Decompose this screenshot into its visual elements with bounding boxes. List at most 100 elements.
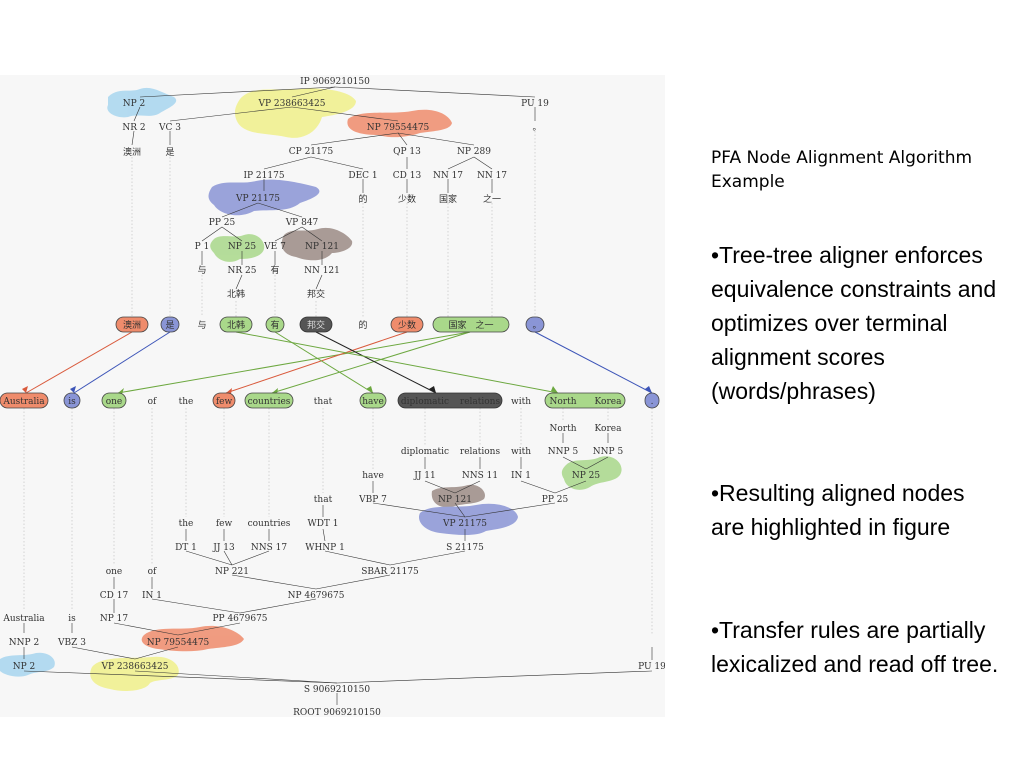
link-you-have bbox=[274, 331, 374, 394]
link-period bbox=[534, 331, 653, 394]
src-leaf-4: 有 bbox=[270, 319, 279, 331]
tgt-node-jj11: JJ 11 bbox=[413, 471, 436, 481]
bullet-aligned-nodes: •Resulting aligned nodes are highlighted… bbox=[711, 480, 965, 540]
src-node-vp21175: VP 21175 bbox=[235, 194, 280, 204]
src-word-de: 的 bbox=[358, 193, 367, 205]
src-word-bangjiao: 邦交 bbox=[307, 288, 325, 300]
alignment-tree-svg: IP 9069210150 NP 2 VP 238663425 PU 19 NR… bbox=[0, 77, 665, 717]
blob-src-np25 bbox=[210, 234, 265, 262]
tgt-leaf-north-korea bbox=[544, 392, 626, 409]
tgt-node-whnp1: WHNP 1 bbox=[305, 543, 345, 553]
src-leaf-2: 与 bbox=[197, 320, 206, 331]
blob-src-vp238 bbox=[234, 88, 356, 138]
src-node-cd13: CD 13 bbox=[393, 171, 422, 181]
src-leaf-bangjiao bbox=[299, 316, 333, 333]
src-leaf-guojia-zhiyi bbox=[432, 316, 510, 333]
tgt-leaf-4: the bbox=[179, 397, 194, 407]
src-word-shaoshu: 少数 bbox=[398, 193, 416, 205]
tgt-word-one: one bbox=[106, 567, 123, 577]
src-node-nn17b: NN 17 bbox=[477, 171, 507, 181]
link-guojia-countries bbox=[271, 331, 471, 394]
tgt-node-vp238: VP 238663425 bbox=[101, 662, 169, 672]
tgt-node-cd17: CD 17 bbox=[100, 591, 129, 601]
src-word-period: 。 bbox=[532, 123, 541, 133]
link-aozhou-australia bbox=[25, 331, 133, 394]
link-shaoshu-few bbox=[225, 331, 408, 394]
src-node-np121: NP 121 bbox=[305, 242, 339, 252]
tgt-word-is: is bbox=[68, 614, 76, 624]
src-leaf-1: 是 bbox=[165, 320, 174, 331]
src-leaf-5: 邦交 bbox=[307, 319, 325, 331]
tgt-node-pu19: PU 19 bbox=[638, 662, 665, 672]
tgt-node-nnp5a: NNP 5 bbox=[548, 447, 579, 457]
link-shi-is bbox=[73, 331, 171, 394]
src-leaf-6: 的 bbox=[358, 319, 367, 331]
slide-title: PFA Node Alignment Algorithm Example bbox=[711, 148, 973, 192]
tgt-leaf-6: countries bbox=[248, 397, 291, 407]
src-leaf-9: 。 bbox=[532, 321, 541, 331]
src-node-np25: NP 25 bbox=[228, 242, 257, 252]
src-word-you: 有 bbox=[270, 264, 279, 276]
tgt-leaf-2: one bbox=[106, 397, 123, 407]
tgt-leaf-1: is bbox=[68, 397, 76, 407]
tgt-node-nnp2: NNP 2 bbox=[9, 638, 39, 648]
tgt-leaf-10: relations bbox=[460, 397, 501, 407]
tgt-leaf-one bbox=[101, 392, 127, 409]
src-node-vp238: VP 238663425 bbox=[258, 99, 326, 109]
tgt-node-dt1: DT 1 bbox=[175, 543, 197, 553]
tgt-node-in1b: IN 1 bbox=[142, 591, 162, 601]
tgt-word-australia: Australia bbox=[2, 614, 45, 624]
link-guojia-one bbox=[117, 331, 471, 394]
tgt-leaf-countries bbox=[244, 392, 294, 409]
tgt-node-vp21175: VP 21175 bbox=[442, 519, 487, 529]
src-leaf-0: 澳洲 bbox=[123, 319, 141, 331]
tgt-leaf-11: with bbox=[511, 397, 531, 407]
src-node-cp: CP 21175 bbox=[289, 147, 334, 157]
tgt-leaf-have bbox=[359, 392, 387, 409]
src-word-beihan: 北韩 bbox=[227, 288, 245, 300]
src-node-pu19: PU 19 bbox=[521, 99, 549, 109]
src-node-pp25: PP 25 bbox=[209, 218, 236, 228]
tgt-leaf-few bbox=[212, 392, 236, 409]
tgt-node-sbar: SBAR 21175 bbox=[361, 567, 419, 577]
src-leaf-aozhou bbox=[115, 316, 149, 333]
src-leaf-shaoshu bbox=[390, 316, 424, 333]
src-node-ip21175: IP 21175 bbox=[243, 171, 284, 181]
tgt-leaf-5: few bbox=[216, 397, 233, 407]
tgt-node-s-root: S 9069210150 bbox=[304, 685, 371, 695]
tgt-leaf-12: North bbox=[549, 397, 576, 407]
tgt-leaf-14: . bbox=[651, 397, 654, 407]
tgt-node-root: ROOT 9069210150 bbox=[293, 708, 381, 717]
src-node-nr25: NR 25 bbox=[228, 266, 257, 276]
tgt-node-jj13: JJ 13 bbox=[212, 543, 235, 553]
tgt-node-np4679675: NP 4679675 bbox=[288, 591, 345, 601]
src-word-guojia: 国家 bbox=[439, 193, 457, 205]
tgt-word-few: few bbox=[216, 519, 233, 529]
tgt-node-nnp5b: NNP 5 bbox=[593, 447, 624, 457]
src-node-vp847: VP 847 bbox=[285, 218, 319, 228]
link-beihan-north bbox=[235, 331, 559, 394]
src-leaf-7: 少数 bbox=[398, 319, 416, 331]
bullet-transfer-rules: •Transfer rules are partially lexicalize… bbox=[711, 617, 999, 677]
src-node-p1: P 1 bbox=[195, 242, 210, 252]
blob-src-np79 bbox=[347, 109, 452, 138]
bullet-aligner: •Tree-tree aligner enforces equivalence … bbox=[711, 242, 997, 404]
tgt-node-vbp7: VBP 7 bbox=[358, 495, 387, 505]
blob-tgt-np121 bbox=[431, 484, 486, 508]
src-leaf-you bbox=[265, 316, 285, 333]
src-leaf-period bbox=[525, 316, 545, 333]
tgt-leaf-period bbox=[644, 392, 660, 409]
blob-tgt-np79 bbox=[141, 625, 244, 652]
src-leaf-shi bbox=[160, 316, 180, 333]
tgt-word-relations: relations bbox=[460, 447, 501, 457]
tgt-leaf-8: have bbox=[362, 397, 384, 407]
src-node-np2: NP 2 bbox=[123, 99, 146, 109]
src-leaf-3: 北韩 bbox=[227, 319, 245, 331]
tgt-word-that: that bbox=[314, 495, 333, 505]
src-node-nn121: NN 121 bbox=[304, 266, 340, 276]
tgt-word-north: North bbox=[549, 424, 576, 434]
src-node-ip-root: IP 9069210150 bbox=[300, 77, 370, 87]
tgt-leaf-7: that bbox=[314, 397, 333, 407]
src-node-vc3: VC 3 bbox=[158, 123, 181, 133]
tgt-leaf-9: diplomatic bbox=[401, 397, 449, 407]
